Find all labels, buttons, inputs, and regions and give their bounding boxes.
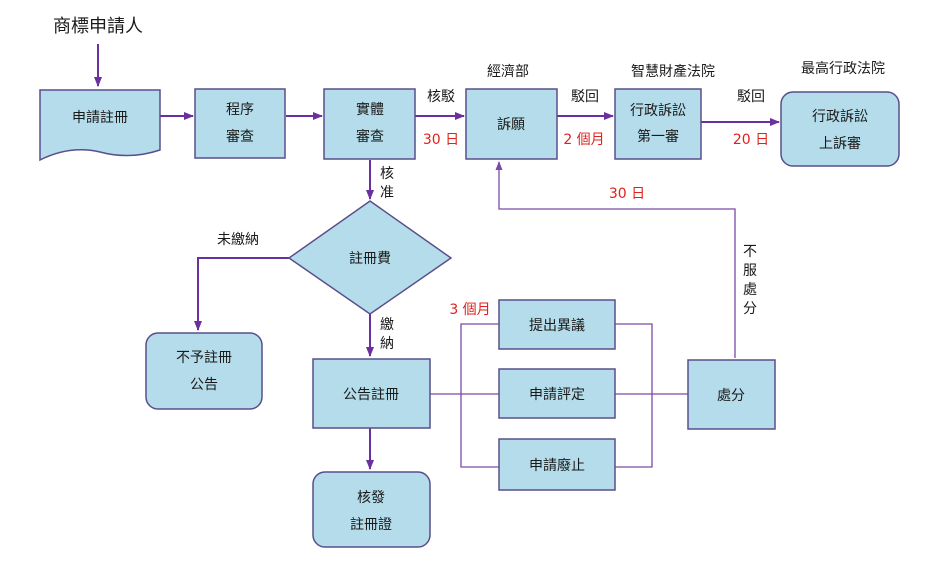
node-certificate: 核發 註冊證 <box>312 471 431 548</box>
arrow-fee-to-no-publication <box>194 257 289 331</box>
arrow-disposition-to-appeal <box>495 161 736 358</box>
svg-text:註冊費: 註冊費 <box>349 251 391 267</box>
edge-label-unpaid: 未繳納 <box>217 232 259 248</box>
svg-text:核發: 核發 <box>357 490 385 506</box>
svg-text:公告: 公告 <box>190 377 218 393</box>
node-revocation: 申請廢止 <box>498 438 616 491</box>
node-registration-fee: 註冊費 <box>287 200 453 315</box>
edge-label-paid-2: 納 <box>380 336 394 352</box>
edge-label-approved-1: 核 <box>380 166 394 182</box>
node-publication: 公告註冊 <box>312 358 431 429</box>
node-admin-first-instance: 行政訴訟 第一審 <box>614 88 702 160</box>
authority-ip-court: 智慧財產法院 <box>631 63 715 80</box>
deadline-appeal: 30 日 <box>423 132 459 148</box>
svg-text:行政訴訟: 行政訴訟 <box>630 103 686 119</box>
svg-text:公告註冊: 公告註冊 <box>343 387 399 403</box>
authority-moea: 經濟部 <box>487 64 529 80</box>
node-invalidation: 申請評定 <box>498 368 616 419</box>
edge-label-paid-1: 繳 <box>380 317 394 333</box>
svg-text:申請廢止: 申請廢止 <box>529 457 585 474</box>
svg-text:實體: 實體 <box>356 101 384 118</box>
svg-text:上訴審: 上訴審 <box>819 136 861 152</box>
svg-text:不予註冊: 不予註冊 <box>176 350 232 366</box>
deadline-first-instance: 2 個月 <box>563 132 604 148</box>
edge-label-rejected-2: 駁回 <box>571 89 599 105</box>
deadline-opposition-period: 3 個月 <box>449 302 490 318</box>
edge-label-approved-2: 准 <box>380 185 394 201</box>
svg-text:申請註冊: 申請註冊 <box>72 110 128 126</box>
svg-text:審查: 審查 <box>356 129 384 145</box>
node-opposition: 提出異議 <box>498 299 616 350</box>
node-substantive-exam: 實體 審查 <box>323 88 416 160</box>
svg-text:處分: 處分 <box>717 388 745 404</box>
edge-label-dissatisfied-2: 服 <box>743 263 757 279</box>
authority-supreme-admin-court: 最高行政法院 <box>801 60 885 77</box>
svg-text:行政訴訟: 行政訴訟 <box>812 109 868 125</box>
applicant-label: 商標申請人 <box>53 16 143 37</box>
svg-text:訴願: 訴願 <box>497 117 525 133</box>
svg-text:提出異議: 提出異議 <box>529 317 585 334</box>
node-no-publication: 不予註冊 公告 <box>145 332 263 410</box>
bracket-right <box>615 323 653 468</box>
node-formal-exam: 程序 審查 <box>194 88 286 159</box>
bracket-left <box>460 323 499 468</box>
svg-text:第一審: 第一審 <box>637 128 679 145</box>
node-appeal: 訴願 <box>465 88 558 160</box>
edge-label-dissatisfied-1: 不 <box>743 244 757 260</box>
node-application: 申請註冊 <box>39 89 161 162</box>
svg-text:註冊證: 註冊證 <box>350 516 392 533</box>
deadline-disposition-appeal: 30 日 <box>609 186 645 202</box>
deadline-second-instance: 20 日 <box>733 132 769 148</box>
node-disposition: 處分 <box>687 359 776 430</box>
edge-label-dissatisfied-4: 分 <box>743 301 757 317</box>
svg-text:程序: 程序 <box>226 102 254 118</box>
svg-text:申請評定: 申請評定 <box>529 387 585 403</box>
connectors <box>94 44 780 470</box>
edge-label-rejected-3: 駁回 <box>737 89 765 105</box>
edge-label-rejected-1: 核駁 <box>427 89 455 105</box>
edge-label-dissatisfied-3: 處 <box>743 282 757 298</box>
node-admin-appeal-instance: 行政訴訟 上訴審 <box>780 91 900 167</box>
svg-text:審查: 審查 <box>226 129 254 145</box>
